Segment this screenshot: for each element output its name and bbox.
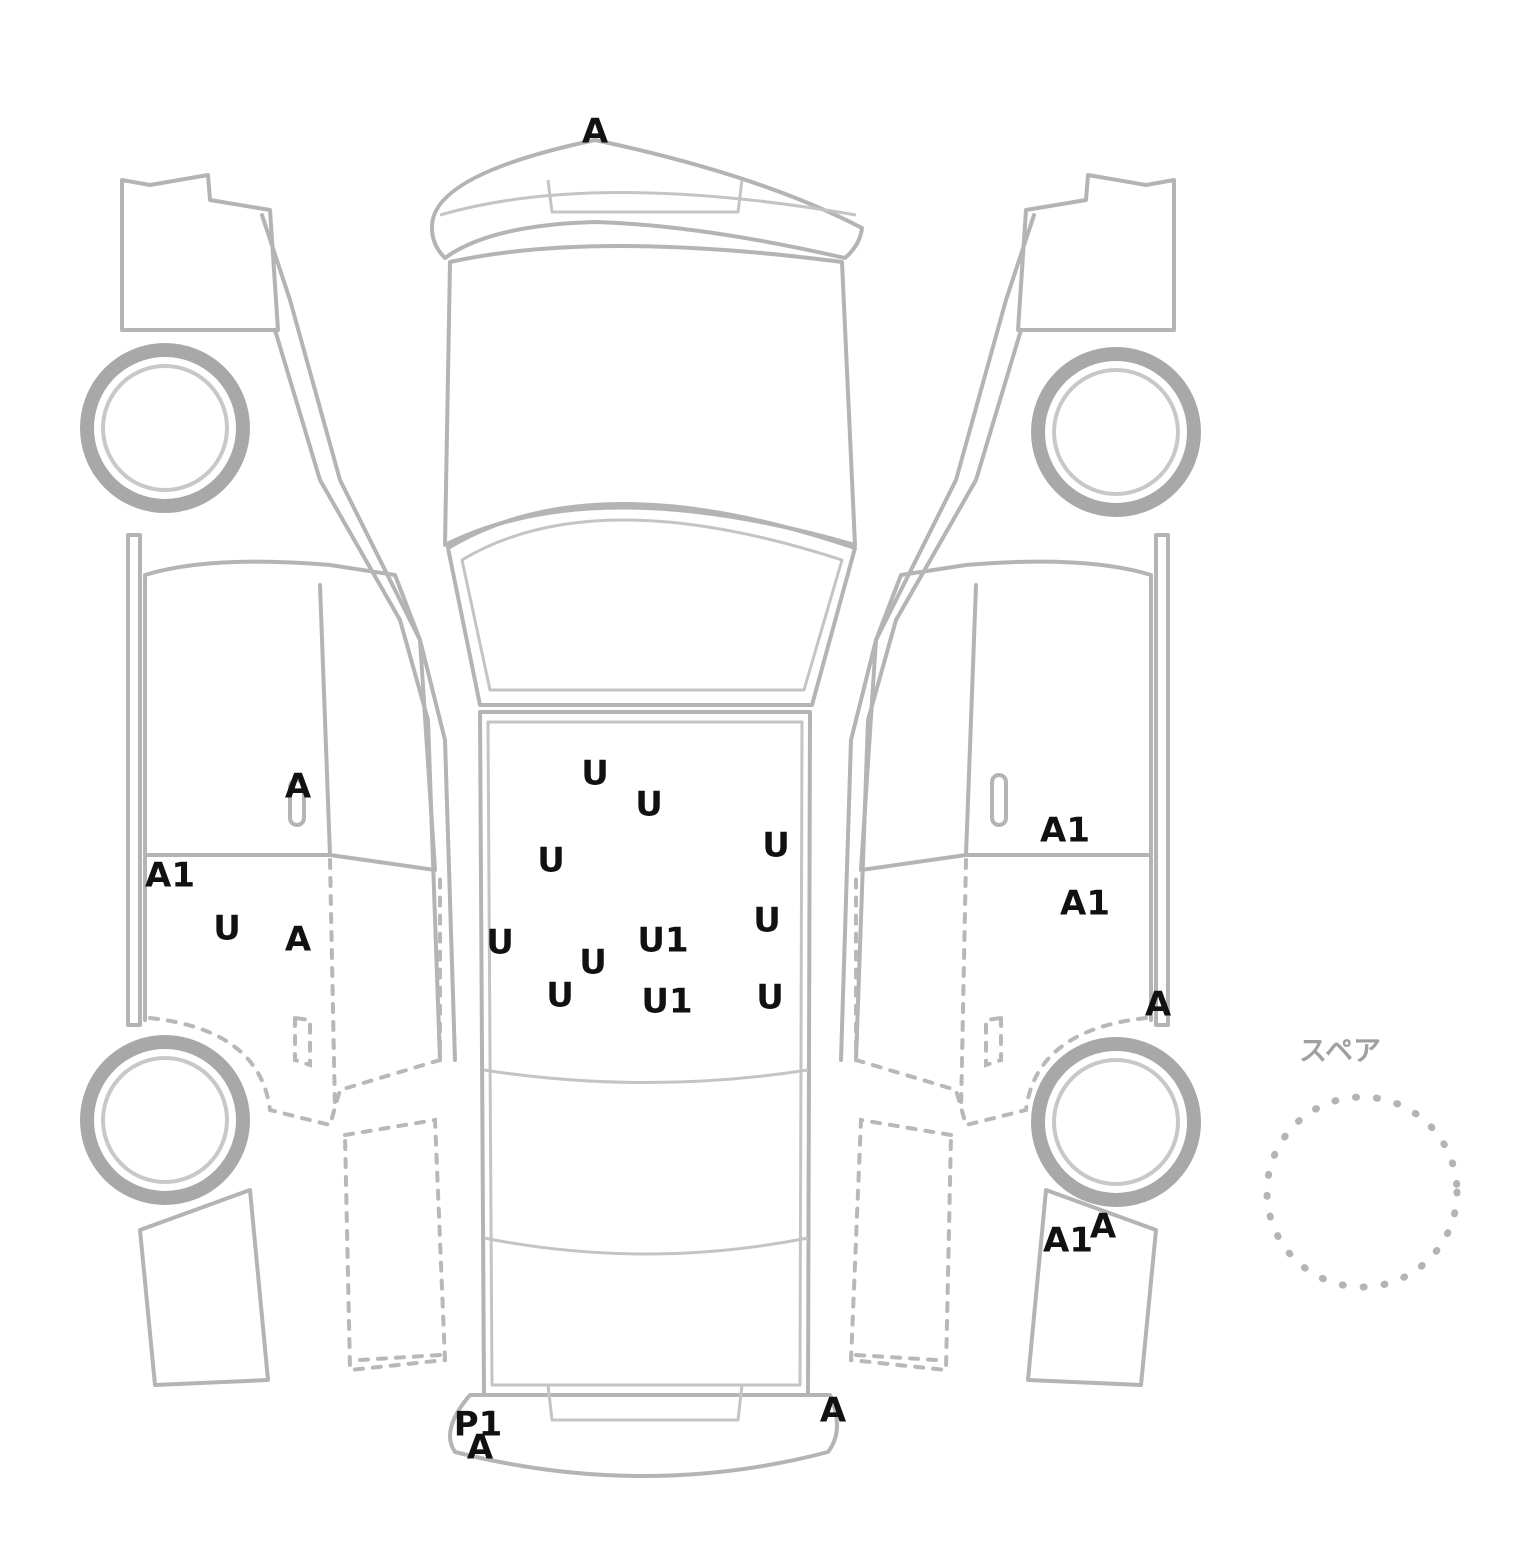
mark-rear-bumper-left-p: P1 [454, 1405, 503, 1445]
mark-left-door-handle: A [285, 767, 312, 807]
mark-right-door-lower: A1 [1060, 884, 1110, 924]
mark-roof-8: U [579, 943, 607, 983]
mark-right-rear-fender: A [1145, 985, 1172, 1025]
mark-left-sill-front: A1 [145, 856, 195, 896]
mark-left-lower-door-1: U [213, 909, 241, 949]
mark-roof-10: U1 [641, 982, 692, 1022]
mark-rear-bumper-right: A [820, 1391, 847, 1431]
spare-label: スペア [1299, 1034, 1381, 1067]
spare-tire-circle [1263, 1093, 1461, 1291]
mark-right-door-upper: A1 [1040, 811, 1090, 851]
mark-roof-4: U [762, 826, 790, 866]
mark-roof-2: U [635, 785, 663, 825]
mark-roof-3: U [537, 841, 565, 881]
mark-roof-6: U1 [637, 921, 688, 961]
mark-right-rear-quarter-1: A1 [1043, 1221, 1093, 1261]
left-side-view [80, 173, 457, 1387]
mark-front-bumper-top: A [582, 112, 609, 152]
mark-roof-1: U [581, 754, 609, 794]
mark-roof-5: U [753, 901, 781, 941]
right-side-view [839, 173, 1201, 1387]
mark-roof-11: U [756, 978, 784, 1018]
spare-tire: スペア [1263, 1034, 1461, 1291]
mark-right-rear-quarter-2: A [1090, 1207, 1117, 1247]
mark-roof-7: U [486, 923, 514, 963]
top-view [429, 138, 864, 1478]
mark-left-lower-door-2: A [285, 920, 312, 960]
mark-roof-9: U [546, 976, 574, 1016]
damage-marks: A A A1 U A U U U U U U1 U U U U1 U A1 A1… [145, 112, 1172, 1468]
mark-rear-bumper-left-a: A [467, 1428, 494, 1468]
